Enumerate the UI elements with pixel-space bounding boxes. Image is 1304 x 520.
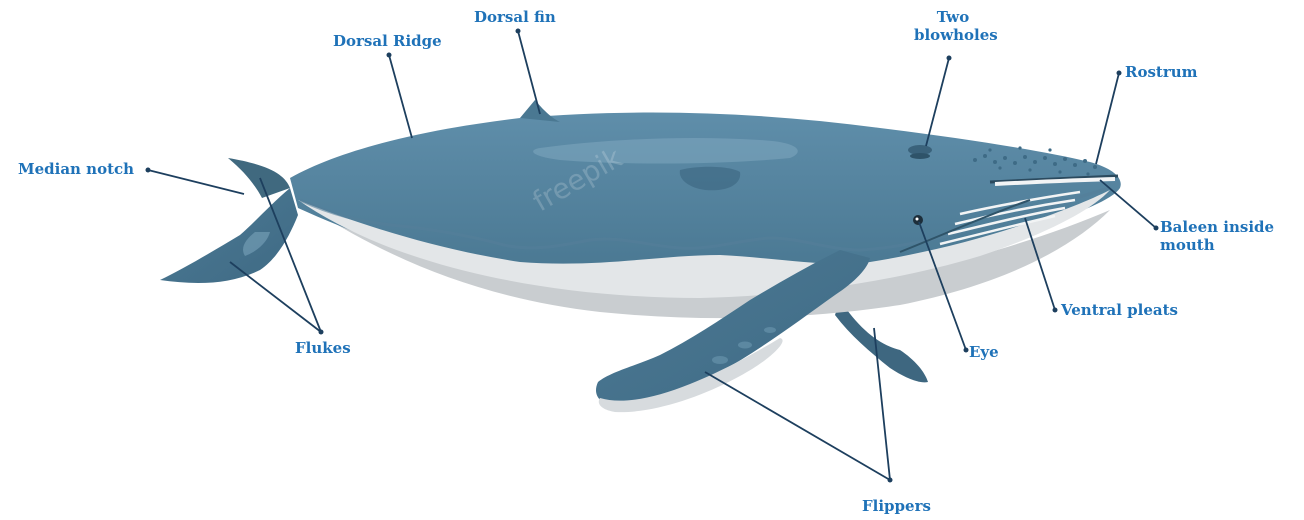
label-baleen-inside-mouth: Baleen inside mouth — [1160, 218, 1274, 254]
whale-body — [290, 100, 1121, 318]
leader-dorsal-fin — [518, 31, 540, 114]
label-median-notch: Median notch — [18, 160, 134, 178]
leader-two-blowholes — [926, 58, 949, 146]
label-ventral-pleats: Ventral pleats — [1061, 301, 1178, 319]
label-dorsal-fin: Dorsal fin — [474, 8, 556, 26]
leader-dorsal-ridge — [389, 55, 412, 138]
label-two-blowholes: Two blowholes — [914, 8, 992, 44]
label-two-blowholes-line2: blowholes — [914, 26, 992, 44]
leader-baleen — [1100, 180, 1156, 228]
label-two-blowholes-line1: Two — [914, 8, 992, 26]
label-eye: Eye — [969, 343, 999, 361]
label-baleen-line1: Baleen inside — [1160, 218, 1274, 236]
leader-flippers-a — [705, 372, 890, 480]
far-flipper — [835, 300, 928, 382]
label-dorsal-ridge: Dorsal Ridge — [333, 32, 442, 50]
label-flippers: Flippers — [862, 497, 931, 515]
label-flukes: Flukes — [295, 339, 351, 357]
leader-rostrum — [1096, 73, 1119, 164]
label-rostrum: Rostrum — [1125, 63, 1198, 81]
label-baleen-line2: mouth — [1160, 236, 1274, 254]
leader-median-notch — [148, 170, 244, 194]
